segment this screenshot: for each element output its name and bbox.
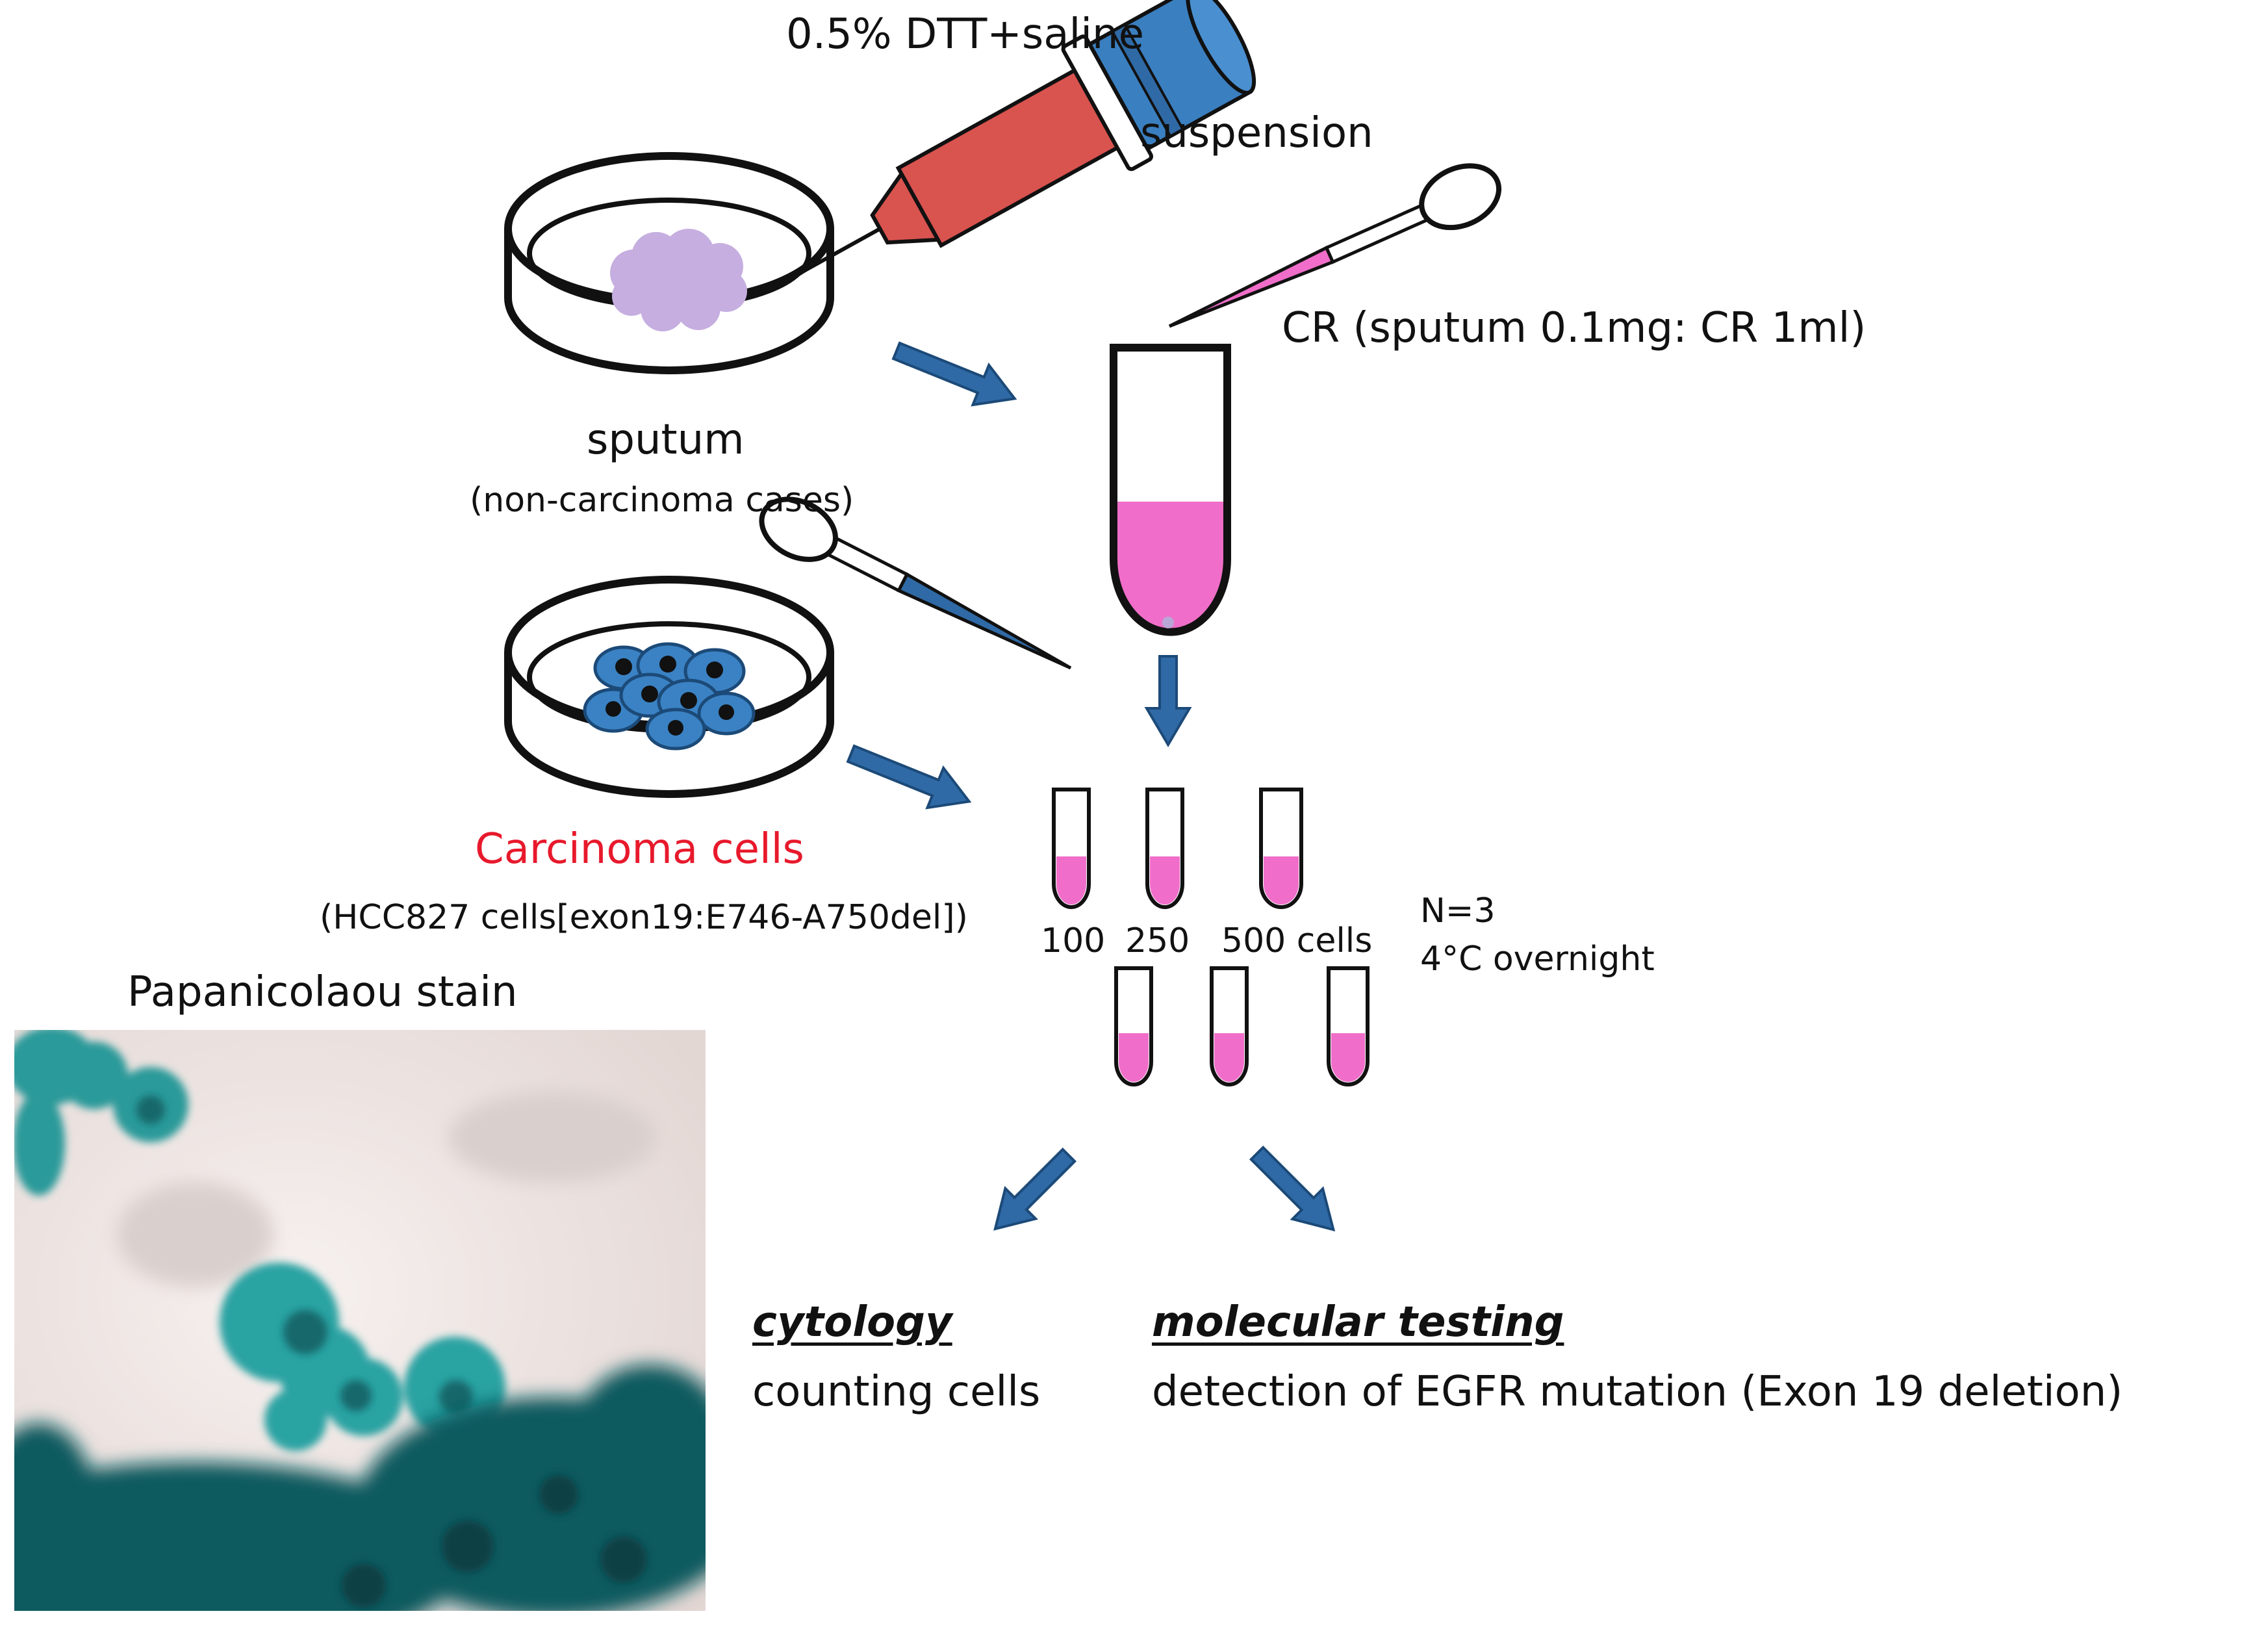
pink-pipette-icon xyxy=(1168,163,1502,328)
cytology-title: cytology xyxy=(752,1298,952,1346)
blue-pipette-icon xyxy=(759,496,1072,670)
carcinoma-label: Carcinoma cells xyxy=(475,825,804,873)
sputum-petri-dish-icon xyxy=(504,152,834,374)
arrow-to-cytology xyxy=(993,1147,1077,1231)
sputum-label: sputum xyxy=(587,416,745,464)
count-500-label: 500 cells xyxy=(1221,921,1373,960)
sample-tube-500-top xyxy=(1259,788,1303,909)
arrow-to-molecular xyxy=(1249,1145,1336,1232)
sample-tube-100-bottom xyxy=(1114,966,1153,1086)
incubation-label: 4°C overnight xyxy=(1420,940,1655,979)
cr-label: CR (sputum 0.1mg: CR 1ml) xyxy=(1282,304,1867,352)
conical-tube-icon xyxy=(1110,344,1231,636)
arrow-carcinoma-to-tubes xyxy=(846,744,972,810)
cytology-description: counting cells xyxy=(752,1368,1041,1416)
molecular-testing-title: molecular testing xyxy=(1152,1298,1564,1346)
sample-tube-500-bottom xyxy=(1327,966,1370,1086)
papanicolaou-micrograph xyxy=(14,1030,706,1611)
arrow-sputum-to-tube xyxy=(891,341,1017,407)
dtt-saline-label: 0.5% DTT+saline xyxy=(786,10,1144,58)
sputum-sample-blob xyxy=(610,229,747,331)
molecular-testing-description: detection of EGFR mutation (Exon 19 dele… xyxy=(1152,1368,2123,1416)
count-250-label: 250 xyxy=(1125,921,1190,960)
syringe-icon xyxy=(774,0,1256,289)
count-100-label: 100 xyxy=(1041,921,1106,960)
carcinoma-petri-dish-icon xyxy=(504,576,834,798)
sputum-sublabel: (non-carcinoma cases) xyxy=(470,481,854,520)
suspension-label: suspension xyxy=(1140,109,1373,157)
papanicolaou-label: Papanicolaou stain xyxy=(127,968,518,1016)
replicates-label: N=3 xyxy=(1420,892,1496,931)
sample-tube-250-bottom xyxy=(1210,966,1249,1086)
sample-tube-100-top xyxy=(1052,788,1091,909)
sample-tube-250-top xyxy=(1145,788,1184,909)
arrow-tube-down xyxy=(1144,655,1192,747)
carcinoma-sublabel: (HCC827 cells[exon19:E746-A750del]) xyxy=(320,898,968,937)
